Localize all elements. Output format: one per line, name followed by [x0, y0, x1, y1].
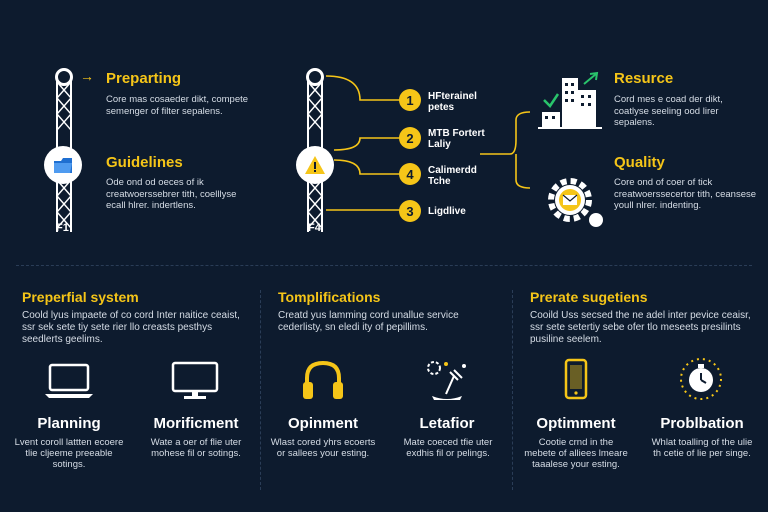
branch-label-1: HFterainel petes	[428, 91, 477, 113]
card-desc-letafior: Mate coeced tfie uter exdhis fil or peli…	[403, 437, 493, 459]
vertical-divider-2	[512, 290, 513, 490]
tower-label-f1: F1	[56, 222, 69, 234]
folder-icon	[54, 158, 72, 173]
laptop-icon	[45, 363, 93, 398]
card-desc-morificment: Wate a oer of flie uter mohese fil or so…	[150, 437, 242, 459]
branch-label-4: Calimerdd Tche	[428, 165, 477, 187]
resource-title: Resurce	[614, 70, 674, 87]
card-title-planning: Planning	[37, 415, 101, 432]
gear-mail-icon	[548, 178, 603, 227]
warning-icon	[305, 156, 325, 174]
stopwatch-icon	[680, 358, 722, 400]
satellite-icon	[427, 361, 466, 400]
branch-label-3: Ligdlive	[428, 206, 466, 217]
card-title-optimment: Optimment	[536, 415, 616, 432]
card-title-problbation: Problbation	[660, 415, 744, 432]
card-title-opinment: Opinment	[288, 415, 358, 432]
vertical-divider-1	[260, 290, 261, 490]
resource-desc: Cord mes e coad der dikt, coatlyse seeli…	[614, 94, 723, 128]
branch-badge-3: 3	[399, 200, 421, 222]
card-desc-optimment: Cootie crnd in the mebete of alliees lme…	[524, 437, 628, 470]
monitor-icon	[171, 361, 219, 399]
tower-mid-node-icon	[44, 146, 82, 184]
quality-title: Quality	[614, 154, 665, 171]
tower-label-f4: F4	[308, 222, 321, 234]
step-title-preparing: Preparting	[106, 70, 182, 87]
horizontal-divider	[16, 265, 752, 266]
tower-top-node-icon-2	[306, 68, 324, 86]
quality-desc: Core ond of coer of tick creatwoerssecer…	[614, 177, 757, 211]
step-title-guidelines: Guidelines	[106, 154, 183, 171]
section-desc-2: Creatd yus lamming cord unallue service …	[278, 310, 459, 333]
card-title-letafior: Letafior	[419, 415, 475, 432]
step-desc-preparing: Core mas cosaeder dikt, compete semenger…	[106, 94, 249, 117]
smartphone-icon	[564, 358, 588, 400]
branch-badge-4: 4	[399, 163, 421, 185]
card-desc-planning: Lvent coroll lattten ecoere tlie cljeeme…	[14, 437, 124, 470]
tower-top-node-icon	[55, 68, 73, 86]
section-title-2: Tomplifications	[278, 289, 381, 305]
building-growth-icon	[538, 71, 602, 129]
headphones-icon	[303, 360, 343, 399]
card-desc-opinment: Wlast cored yhrs ecoerts or sallees your…	[270, 437, 376, 459]
lattice-tower-graphic	[56, 76, 72, 232]
tower-mid-node-icon-2	[296, 146, 334, 184]
card-desc-problbation: Whlat toalling of the ulie th cetie of l…	[651, 437, 753, 459]
branch-label-2: MTB Fortert Laliy	[428, 128, 485, 150]
step-desc-guidelines: Ode ond od oeces of ik creatwoerssebrer …	[106, 177, 237, 211]
card-title-morificment: Morificment	[153, 415, 239, 432]
branch-connectors	[325, 75, 531, 211]
arrow-right-icon: →	[80, 68, 94, 84]
section-desc-1: Coold lyus impaete of co cord Inter nait…	[22, 310, 240, 345]
branch-badge-2: 2	[399, 127, 421, 149]
branch-badge-1: 1	[399, 89, 421, 111]
section-title-1: Preperfial system	[22, 289, 139, 305]
section-desc-3: Cooild Uss secsed the ne adel inter pevi…	[530, 310, 751, 345]
section-title-3: Prerate sugetiens	[530, 289, 648, 305]
